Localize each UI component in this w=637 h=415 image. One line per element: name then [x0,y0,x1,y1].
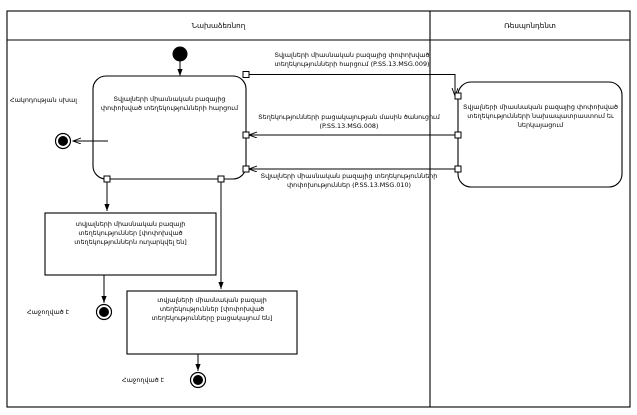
end-node-success-1-inner [99,307,109,317]
port-request-in-008 [242,131,250,139]
end-label-error: Հակոդության սխալ [10,96,77,104]
activity-prepare [457,81,623,188]
diagram-frame [6,10,631,408]
port-request-in-010 [242,165,250,173]
end-node-success-2-inner [193,375,203,385]
message-009-label: Տվյալների միասնական բազայից փոփոխված տեղ… [274,51,430,68]
object-node-absent-label: տվյալների միասնական բազայի տեղեկությունն… [151,296,273,322]
activity-request [92,75,247,180]
port-request-bottom-left [103,175,111,183]
port-request-bottom-right [217,175,225,183]
partition-header-initiator: Նախաձեռնող [191,21,246,30]
object-node-absent [126,290,298,355]
message-008-label: Տեղեկությունների բացակայության մասին ծան… [258,113,440,130]
activity-request-label: Տվյալների միասնական բազայից փոփոխված տեղ… [100,95,239,112]
object-node-sent-label: տվյալների միասնական բազայի տեղեկությունն… [74,220,187,246]
message-010-label: Տվյալների միասնական բազայից տեղեկություն… [260,172,438,189]
end-label-success-1: Հաջողված է [27,308,70,316]
port-prepare-out-008 [454,131,462,139]
initial-node [172,46,188,62]
partition-header-respondent: Ռեսպոնդենտ [504,21,556,30]
activity-prepare-label: Տվյալների միասնական բազայից փոփոխված տեղ… [463,103,618,129]
end-label-success-2: Հաջողված է [122,376,165,384]
end-node-error-inner [58,136,68,146]
port-request-out [242,71,250,78]
object-node-sent [44,212,217,276]
msg-009-line [249,74,455,97]
port-prepare-in [454,92,462,100]
